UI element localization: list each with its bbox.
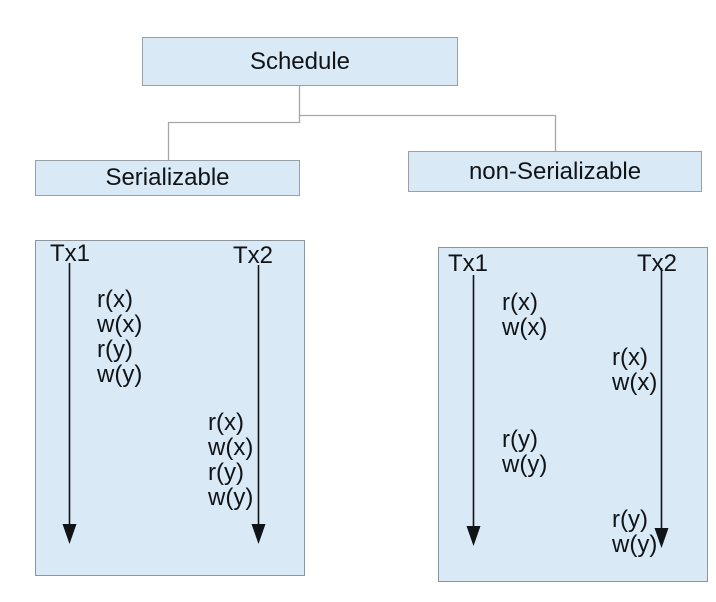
non-serializable-tx2-label: Tx2 xyxy=(637,250,678,277)
operation-text: w(x) xyxy=(502,314,548,341)
operation-text: r(y) xyxy=(97,336,133,363)
operation-text: w(y) xyxy=(208,484,254,511)
operation-text: w(y) xyxy=(612,531,658,558)
operation-text: w(x) xyxy=(612,369,658,396)
serializable-tx2-operations: r(x) w(x) r(y) w(y) xyxy=(208,410,253,510)
serializable-tx1-operations: r(x) w(x) r(y) w(y) xyxy=(97,287,142,387)
schedule-node-label: Schedule xyxy=(249,47,351,75)
serializable-tx2-label: Tx2 xyxy=(233,242,274,269)
schedule-node: Schedule xyxy=(142,37,458,86)
operation-text: w(y) xyxy=(502,451,548,478)
non-serializable-tx1-label: Tx1 xyxy=(448,250,489,277)
non-serializable-example-panel xyxy=(438,247,708,582)
connector-schedule-to-non-serializable xyxy=(298,86,557,151)
non-serializable-tx2-operations-first: r(x) w(x) xyxy=(612,345,657,395)
operation-text: r(x) xyxy=(612,344,648,371)
serializable-tx1-label: Tx1 xyxy=(50,240,91,267)
operation-text: w(x) xyxy=(97,311,143,338)
operation-text: r(y) xyxy=(612,506,648,533)
non-serializable-node-label: non-Serializable xyxy=(468,157,642,185)
operation-text: r(x) xyxy=(502,289,538,316)
serializable-example-panel xyxy=(35,240,305,576)
non-serializable-tx2-operations-second: r(y) w(y) xyxy=(612,507,657,557)
operation-text: r(y) xyxy=(502,426,538,453)
connector-schedule-to-serializable xyxy=(167,115,301,160)
operation-text: r(y) xyxy=(208,459,244,486)
serializable-node-label: Serializable xyxy=(105,164,230,191)
non-serializable-node: non-Serializable xyxy=(408,151,702,192)
non-serializable-tx1-operations-second: r(y) w(y) xyxy=(502,427,547,477)
non-serializable-tx1-operations-first: r(x) w(x) xyxy=(502,290,547,340)
serializable-node: Serializable xyxy=(35,160,300,196)
operation-text: w(x) xyxy=(208,434,254,461)
operation-text: r(x) xyxy=(97,286,133,313)
operation-text: w(y) xyxy=(97,361,143,388)
operation-text: r(x) xyxy=(208,409,244,436)
